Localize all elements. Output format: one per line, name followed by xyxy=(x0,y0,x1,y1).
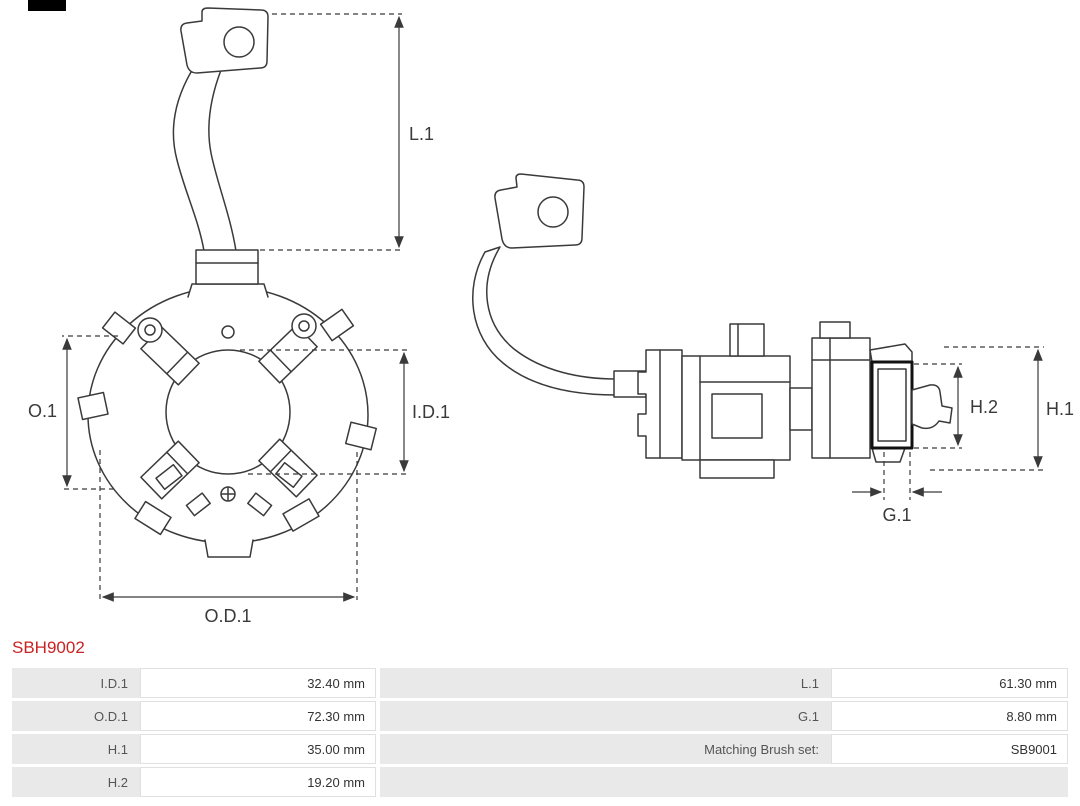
table-row: H.2 19.20 mm xyxy=(12,767,1068,797)
spec-label: L.1 xyxy=(380,668,831,698)
spec-value: 19.20 mm xyxy=(140,767,376,797)
spec-value: 32.40 mm xyxy=(140,668,376,698)
spec-value: 72.30 mm xyxy=(140,701,376,731)
spec-value: SB9001 xyxy=(831,734,1068,764)
dim-label-o1: O.1 xyxy=(28,401,57,421)
table-row: I.D.1 32.40 mm L.1 61.30 mm xyxy=(12,668,1068,698)
table-row: H.1 35.00 mm Matching Brush set: SB9001 xyxy=(12,734,1068,764)
technical-drawing: L.1 O.1 I.D.1 O.D.1 xyxy=(28,7,1074,626)
spec-label: I.D.1 xyxy=(12,668,140,698)
spec-value: 61.30 mm xyxy=(831,668,1068,698)
spec-value: 35.00 mm xyxy=(140,734,376,764)
side-view-drawing xyxy=(472,173,953,479)
front-view-drawing xyxy=(77,7,378,558)
dim-label-g1: G.1 xyxy=(882,505,911,525)
spec-label: O.D.1 xyxy=(12,701,140,731)
spec-table: I.D.1 32.40 mm L.1 61.30 mm O.D.1 72.30 … xyxy=(12,668,1068,797)
spec-value: 8.80 mm xyxy=(831,701,1068,731)
spec-label: H.1 xyxy=(12,734,140,764)
side-view-dimensions: H.2 H.1 G.1 xyxy=(852,346,1074,525)
dim-label-od1: O.D.1 xyxy=(204,606,251,626)
spec-label xyxy=(380,767,1068,797)
brand-logo-mark xyxy=(28,0,66,11)
table-row: O.D.1 72.30 mm G.1 8.80 mm xyxy=(12,701,1068,731)
spec-label: G.1 xyxy=(380,701,831,731)
front-view-dimensions: L.1 O.1 I.D.1 O.D.1 xyxy=(28,13,450,626)
dim-label-h2: H.2 xyxy=(970,397,998,417)
dim-label-id1: I.D.1 xyxy=(412,402,450,422)
spec-label: H.2 xyxy=(12,767,140,797)
dim-label-l1: L.1 xyxy=(409,124,434,144)
part-number: SBH9002 xyxy=(12,638,85,657)
spec-label: Matching Brush set: xyxy=(380,734,831,764)
dim-label-h1: H.1 xyxy=(1046,399,1074,419)
